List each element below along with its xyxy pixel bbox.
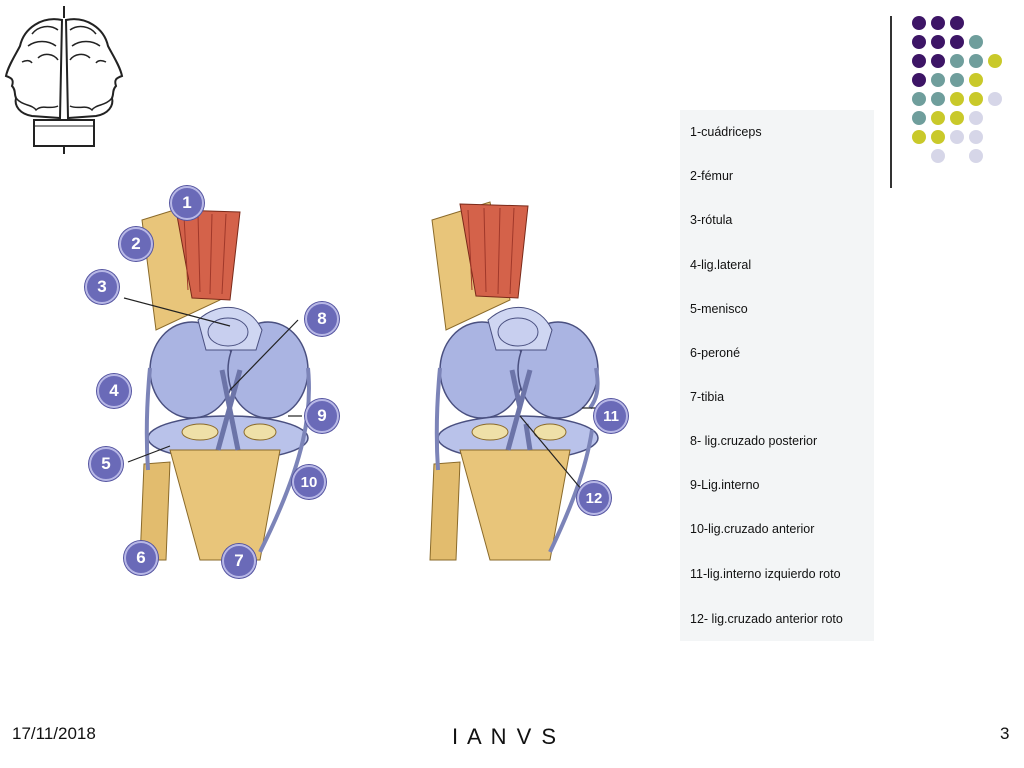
legend-item: 11-lig.interno izquierdo roto (690, 567, 841, 581)
label-badge: 11 (594, 399, 628, 433)
page-number: 3 (1000, 724, 1010, 743)
legend-item: 6-peroné (690, 346, 741, 360)
label-badge: 7 (222, 544, 256, 578)
legend-item: 5-menisco (690, 302, 748, 316)
label-badge: 9 (305, 399, 339, 433)
legend-item: 12- lig.cruzado anterior roto (690, 612, 843, 626)
decorative-divider (890, 16, 892, 188)
label-badge: 5 (89, 447, 123, 481)
legend-item: 3-rótula (690, 213, 733, 227)
legend-item: 2-fémur (690, 169, 734, 183)
label-badge: 2 (119, 227, 153, 261)
legend-item: 1-cuádriceps (690, 125, 762, 139)
janus-head-icon (4, 6, 124, 154)
label-badge: 10 (292, 465, 326, 499)
label-badge: 12 (577, 481, 611, 515)
label-badge: 6 (124, 541, 158, 575)
legend-item: 4-lig.lateral (690, 258, 752, 272)
label-badge: 3 (85, 270, 119, 304)
label-badge: 1 (170, 186, 204, 220)
knee-diagram-healthy (123, 201, 312, 561)
label-badge: 8 (305, 302, 339, 336)
legend-panel: 1-cuádriceps 2-fémur 3-rótula 4-lig.late… (680, 110, 874, 641)
footer-date: 17/11/2018 (12, 724, 96, 743)
legend-item: 9-Lig.interno (690, 478, 760, 492)
legend-item: 10-lig.cruzado anterior (690, 522, 815, 536)
legend-item: 7-tibia (690, 390, 725, 404)
knee-diagram-injured (429, 201, 600, 561)
legend-item: 8- lig.cruzado posterior (690, 434, 818, 448)
footer-title: I A N V S (452, 724, 559, 749)
label-badge: 4 (97, 374, 131, 408)
